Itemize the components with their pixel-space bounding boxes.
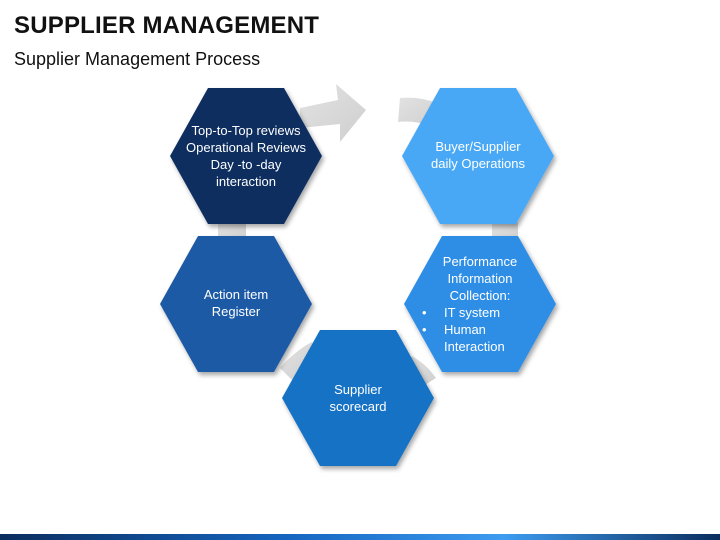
- bottom-accent-bar: [0, 534, 720, 540]
- reviews-line: Day -to -day: [210, 157, 282, 172]
- hexagon-operations: [402, 88, 554, 224]
- performance-line: Information: [447, 271, 513, 286]
- scorecard-line: scorecard: [329, 399, 387, 414]
- bullet-text: IT system: [444, 305, 501, 320]
- hexagon-operations-label: Buyer/Supplier daily Operations: [418, 130, 538, 180]
- bullet-text: Human: [444, 322, 486, 337]
- hexagon-scorecard: [282, 330, 434, 466]
- bullet-text: Interaction: [444, 339, 505, 354]
- operations-line: Buyer/Supplier: [435, 139, 521, 154]
- action-line: Action item: [203, 287, 269, 302]
- performance-bullet-item: • Human: [422, 321, 486, 338]
- hexagon-action-label: Action item Register: [176, 278, 296, 328]
- performance-bullet-item: • IT system: [422, 304, 500, 321]
- hexagon-reviews: [170, 88, 322, 224]
- hexagon-reviews-label: Top-to-Top reviews Operational Reviews D…: [186, 110, 306, 202]
- scorecard-line: Supplier: [334, 382, 382, 397]
- page-subtitle: Supplier Management Process: [14, 49, 261, 69]
- performance-bullet-continuation: Interaction: [422, 338, 505, 355]
- action-line: Register: [211, 304, 261, 319]
- page-title: SUPPLIER MANAGEMENT: [14, 12, 320, 39]
- performance-line: Collection:: [449, 288, 511, 303]
- hexagon-action: [160, 236, 312, 372]
- bullet-icon: •: [422, 322, 427, 337]
- reviews-line: Operational Reviews: [186, 140, 306, 155]
- cycle-arrow-top-left: [300, 84, 366, 142]
- hexagon-performance-label: Performance Information Collection: • IT…: [422, 252, 538, 356]
- bullet-icon: •: [422, 305, 427, 320]
- hexagon-performance: [404, 236, 556, 372]
- reviews-line: Top-to-Top reviews: [191, 123, 301, 138]
- hexagon-scorecard-label: Supplier scorecard: [298, 373, 418, 423]
- reviews-line: interaction: [216, 174, 276, 189]
- performance-line: Performance: [442, 254, 518, 269]
- operations-line: daily Operations: [431, 156, 525, 171]
